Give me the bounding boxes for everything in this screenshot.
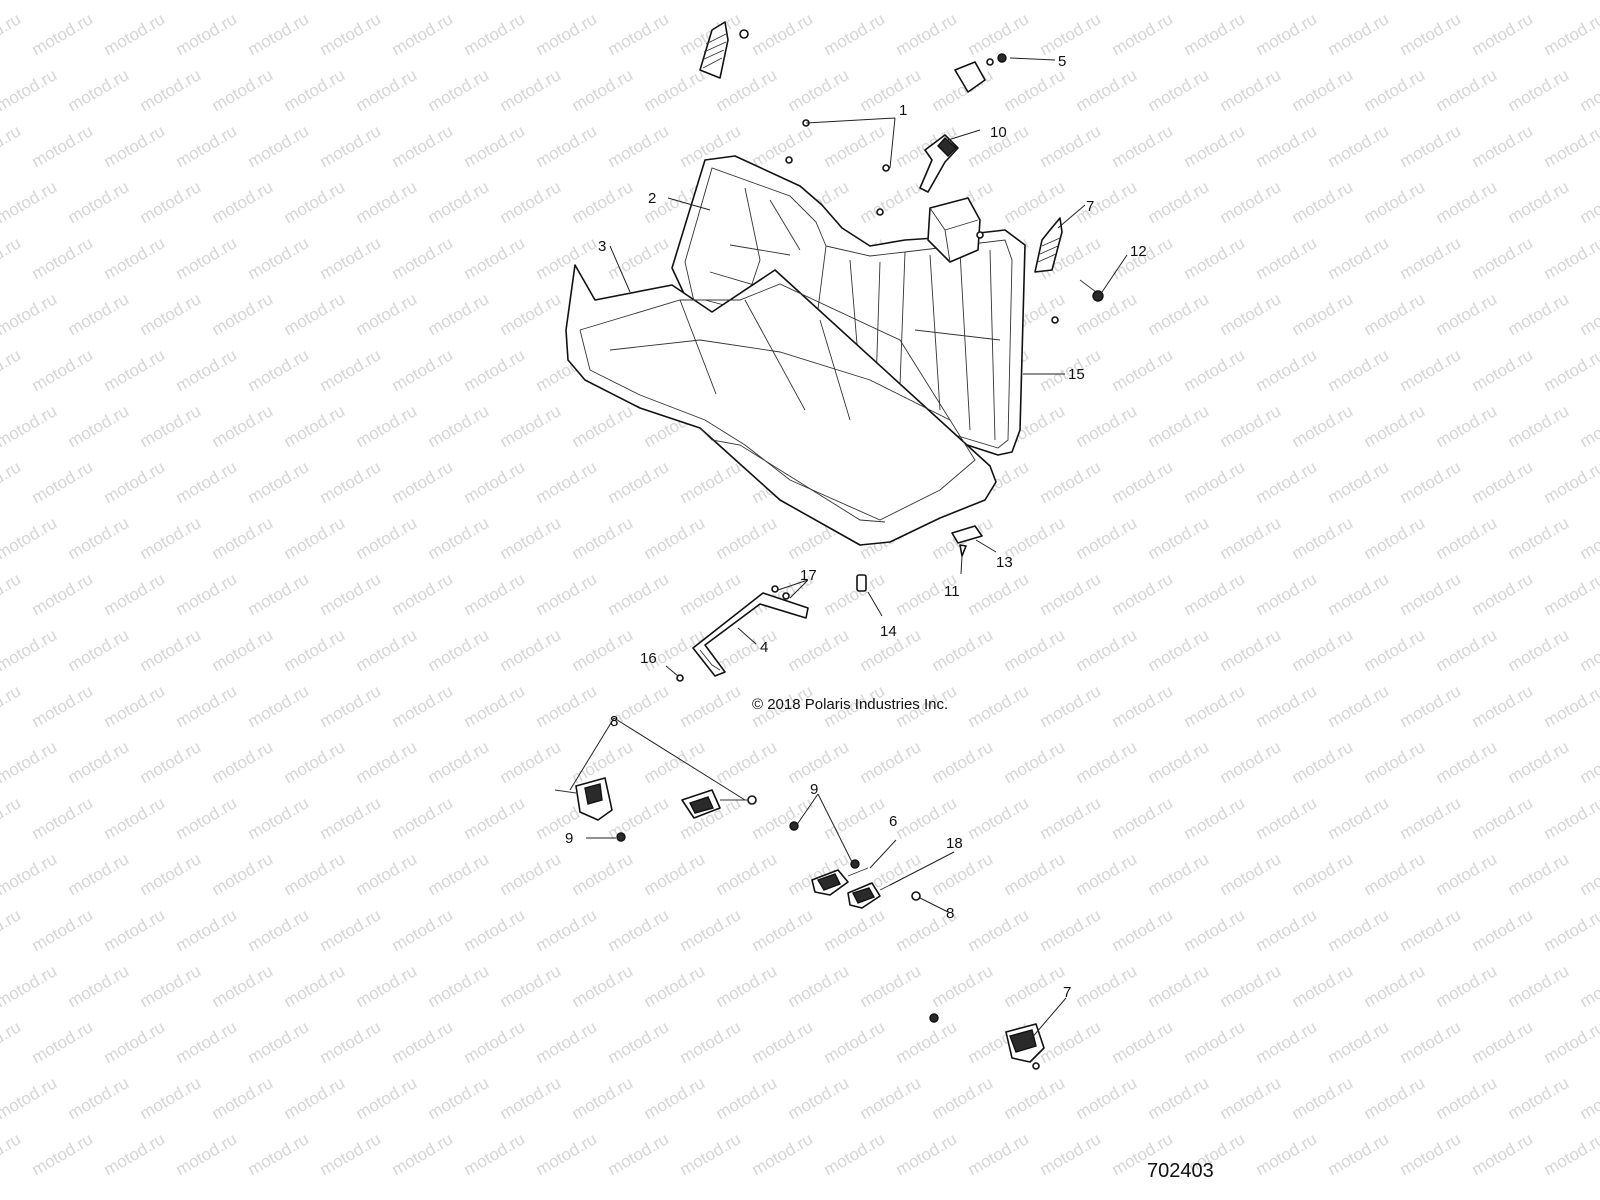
screws-16-17 — [676, 585, 790, 682]
callout-10: 10 — [990, 124, 1007, 141]
retractor-bottom — [929, 1013, 1045, 1070]
buckle-pair — [789, 821, 921, 909]
drawing-number: 702403 — [1147, 1160, 1214, 1182]
callout-7-lower: 7 — [1063, 984, 1071, 1001]
callout-16: 16 — [640, 650, 657, 667]
callout-5: 5 — [1058, 53, 1066, 70]
callout-8: 8 — [610, 713, 618, 730]
pin-14 — [856, 574, 867, 592]
callout-3: 3 — [598, 238, 606, 255]
callout-1: 1 — [899, 102, 907, 119]
callout-17: 17 — [800, 567, 817, 584]
callout-2: 2 — [648, 190, 656, 207]
seat-belt-spring-right — [1034, 217, 1104, 302]
pad-13 — [951, 525, 983, 544]
callout-8-lower: 8 — [946, 905, 954, 922]
callout-15: 15 — [1068, 366, 1085, 383]
seat-belt-latch — [919, 134, 959, 193]
callout-9-left: 9 — [565, 830, 573, 847]
anchor-bracket — [954, 53, 1007, 93]
callout-18: 18 — [946, 835, 963, 852]
callout-14: 14 — [880, 623, 897, 640]
callout-4: 4 — [760, 639, 768, 656]
callout-13: 13 — [996, 554, 1013, 571]
seat-bracket — [692, 592, 809, 677]
seat-belt-spring-top — [699, 21, 749, 79]
copyright-notice: © 2018 Polaris Industries Inc. — [752, 696, 949, 713]
callout-12: 12 — [1130, 243, 1147, 260]
clip-11 — [959, 544, 967, 557]
buckle-mid — [681, 789, 757, 819]
buckle-left — [554, 777, 626, 842]
callout-7: 7 — [1086, 198, 1094, 215]
callout-11: 11 — [944, 583, 960, 600]
callout-labels: 1 2 3 4 5 6 7 8 9 10 11 12 13 14 15 16 1… — [565, 53, 1147, 1001]
seat-cushion — [565, 264, 997, 546]
seat-belt-retractor-top — [927, 197, 981, 263]
callout-9: 9 — [810, 781, 818, 798]
callout-6: 6 — [889, 813, 897, 830]
leader-lines — [569, 57, 1128, 1041]
